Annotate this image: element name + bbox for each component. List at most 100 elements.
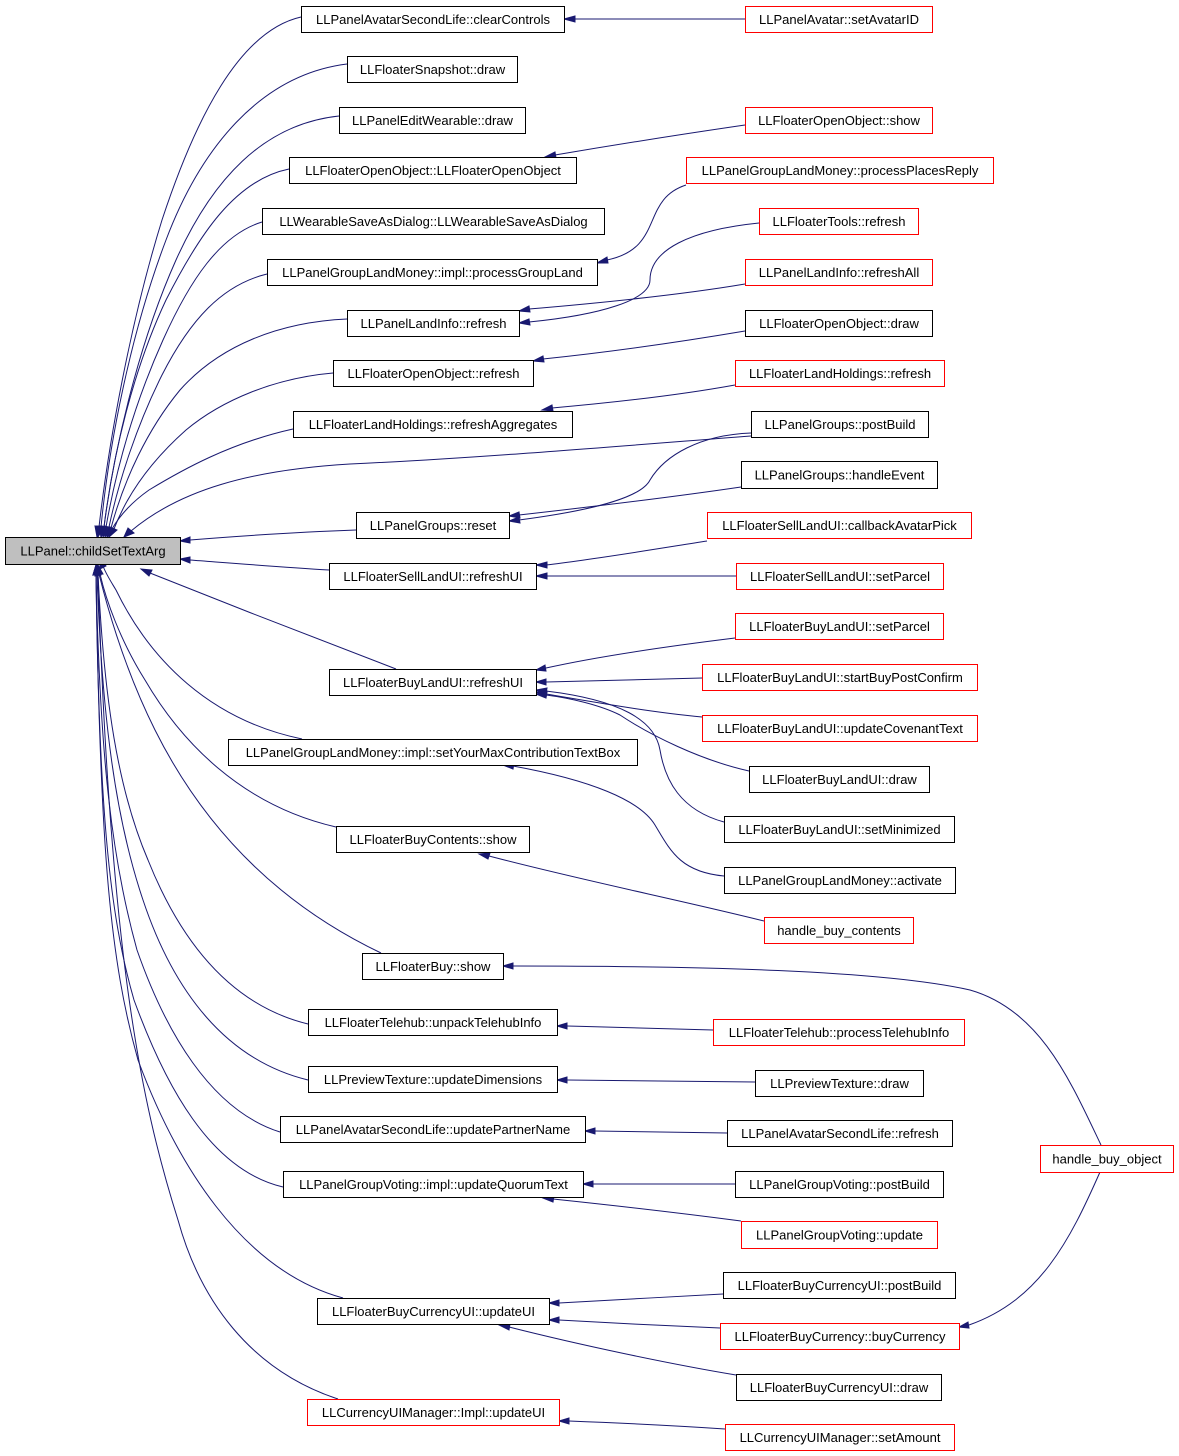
node-c23[interactable]: LLPanelGroupVoting::postBuild xyxy=(735,1171,944,1198)
node-n10[interactable]: LLPanelGroups::reset xyxy=(356,512,510,539)
node-c4[interactable]: LLFloaterTools::refresh xyxy=(759,208,919,235)
node-box[interactable] xyxy=(736,563,944,590)
node-box[interactable] xyxy=(745,259,933,286)
node-c9[interactable]: LLPanelGroups::handleEvent xyxy=(741,461,938,489)
node-box[interactable] xyxy=(735,360,945,387)
node-c8[interactable]: LLPanelGroups::postBuild xyxy=(751,411,929,438)
node-box[interactable] xyxy=(262,208,605,235)
node-box[interactable] xyxy=(723,1272,956,1299)
node-box[interactable] xyxy=(5,537,181,565)
node-c17[interactable]: LLPanelGroupLandMoney::activate xyxy=(724,867,956,894)
node-n15[interactable]: LLFloaterBuy::show xyxy=(362,953,504,980)
node-box[interactable] xyxy=(725,1424,955,1451)
node-box[interactable] xyxy=(1040,1145,1174,1173)
node-box[interactable] xyxy=(707,512,972,539)
node-box[interactable] xyxy=(713,1019,965,1046)
node-box[interactable] xyxy=(764,917,914,944)
node-n14[interactable]: LLFloaterBuyContents::show xyxy=(336,826,530,853)
node-n1[interactable]: LLPanelAvatarSecondLife::clearControls xyxy=(301,6,565,33)
node-box[interactable] xyxy=(280,1116,586,1143)
node-c14[interactable]: LLFloaterBuyLandUI::updateCovenantText xyxy=(702,715,978,742)
node-c10[interactable]: LLFloaterSellLandUI::callbackAvatarPick xyxy=(707,512,972,539)
node-n18[interactable]: LLPanelAvatarSecondLife::updatePartnerNa… xyxy=(280,1116,586,1143)
node-box[interactable] xyxy=(307,1399,560,1426)
node-c24[interactable]: LLPanelGroupVoting::update xyxy=(741,1221,938,1249)
node-c22[interactable]: handle_buy_object xyxy=(1040,1145,1174,1173)
node-c28[interactable]: LLCurrencyUIManager::setAmount xyxy=(725,1424,955,1451)
node-c7[interactable]: LLFloaterLandHoldings::refresh xyxy=(735,360,945,387)
node-box[interactable] xyxy=(329,669,537,696)
node-box[interactable] xyxy=(745,6,933,33)
node-c3[interactable]: LLPanelGroupLandMoney::processPlacesRepl… xyxy=(686,157,994,184)
node-box[interactable] xyxy=(283,1171,584,1198)
node-box[interactable] xyxy=(759,208,919,235)
node-box[interactable] xyxy=(735,1171,944,1198)
node-c19[interactable]: LLFloaterTelehub::processTelehubInfo xyxy=(713,1019,965,1046)
node-n21[interactable]: LLCurrencyUIManager::Impl::updateUI xyxy=(307,1399,560,1426)
node-box[interactable] xyxy=(702,715,978,742)
node-n19[interactable]: LLPanelGroupVoting::impl::updateQuorumTe… xyxy=(283,1171,584,1198)
node-n13[interactable]: LLPanelGroupLandMoney::impl::setYourMaxC… xyxy=(228,739,638,766)
node-box[interactable] xyxy=(724,867,956,894)
node-root[interactable]: LLPanel::childSetTextArg xyxy=(5,537,181,565)
node-n17[interactable]: LLPreviewTexture::updateDimensions xyxy=(308,1066,558,1093)
node-n11[interactable]: LLFloaterSellLandUI::refreshUI xyxy=(329,563,537,590)
node-c25[interactable]: LLFloaterBuyCurrencyUI::postBuild xyxy=(723,1272,956,1299)
node-box[interactable] xyxy=(267,259,598,286)
node-box[interactable] xyxy=(329,563,537,590)
node-c12[interactable]: LLFloaterBuyLandUI::setParcel xyxy=(735,613,944,640)
node-box[interactable] xyxy=(293,411,573,438)
node-box[interactable] xyxy=(347,56,518,83)
node-c11[interactable]: LLFloaterSellLandUI::setParcel xyxy=(736,563,944,590)
node-box[interactable] xyxy=(724,816,955,843)
node-n20[interactable]: LLFloaterBuyCurrencyUI::updateUI xyxy=(317,1298,550,1325)
node-c13[interactable]: LLFloaterBuyLandUI::startBuyPostConfirm xyxy=(702,664,978,691)
node-c27[interactable]: LLFloaterBuyCurrencyUI::draw xyxy=(736,1374,942,1401)
node-box[interactable] xyxy=(751,411,929,438)
node-box[interactable] xyxy=(317,1298,550,1325)
node-box[interactable] xyxy=(362,953,504,980)
node-box[interactable] xyxy=(720,1323,960,1350)
node-c1[interactable]: LLPanelAvatar::setAvatarID xyxy=(745,6,933,33)
node-c20[interactable]: LLPreviewTexture::draw xyxy=(755,1070,924,1097)
node-box[interactable] xyxy=(347,310,520,337)
node-box[interactable] xyxy=(339,107,526,134)
node-c21[interactable]: LLPanelAvatarSecondLife::refresh xyxy=(727,1120,953,1147)
node-box[interactable] xyxy=(308,1009,558,1036)
node-n4[interactable]: LLFloaterOpenObject::LLFloaterOpenObject xyxy=(289,157,577,184)
node-box[interactable] xyxy=(741,461,938,489)
node-c2[interactable]: LLFloaterOpenObject::show xyxy=(745,107,933,134)
node-box[interactable] xyxy=(745,310,933,337)
node-box[interactable] xyxy=(336,826,530,853)
node-n16[interactable]: LLFloaterTelehub::unpackTelehubInfo xyxy=(308,1009,558,1036)
node-c16[interactable]: LLFloaterBuyLandUI::setMinimized xyxy=(724,816,955,843)
node-n2[interactable]: LLFloaterSnapshot::draw xyxy=(347,56,518,83)
node-n3[interactable]: LLPanelEditWearable::draw xyxy=(339,107,526,134)
node-c15[interactable]: LLFloaterBuyLandUI::draw xyxy=(749,766,930,793)
node-box[interactable] xyxy=(745,107,933,134)
node-box[interactable] xyxy=(727,1120,953,1147)
node-box[interactable] xyxy=(736,1374,942,1401)
node-box[interactable] xyxy=(228,739,638,766)
node-c6[interactable]: LLFloaterOpenObject::draw xyxy=(745,310,933,337)
node-n7[interactable]: LLPanelLandInfo::refresh xyxy=(347,310,520,337)
node-box[interactable] xyxy=(702,664,978,691)
node-n5[interactable]: LLWearableSaveAsDialog::LLWearableSaveAs… xyxy=(262,208,605,235)
node-box[interactable] xyxy=(686,157,994,184)
node-box[interactable] xyxy=(749,766,930,793)
node-c5[interactable]: LLPanelLandInfo::refreshAll xyxy=(745,259,933,286)
node-box[interactable] xyxy=(301,6,565,33)
node-c18[interactable]: handle_buy_contents xyxy=(764,917,914,944)
node-box[interactable] xyxy=(356,512,510,539)
node-box[interactable] xyxy=(735,613,944,640)
node-n12[interactable]: LLFloaterBuyLandUI::refreshUI xyxy=(329,669,537,696)
node-n6[interactable]: LLPanelGroupLandMoney::impl::processGrou… xyxy=(267,259,598,286)
node-box[interactable] xyxy=(333,360,534,387)
node-box[interactable] xyxy=(755,1070,924,1097)
node-n9[interactable]: LLFloaterLandHoldings::refreshAggregates xyxy=(293,411,573,438)
node-box[interactable] xyxy=(741,1221,938,1249)
node-box[interactable] xyxy=(289,157,577,184)
node-c26[interactable]: LLFloaterBuyCurrency::buyCurrency xyxy=(720,1323,960,1350)
node-n8[interactable]: LLFloaterOpenObject::refresh xyxy=(333,360,534,387)
node-box[interactable] xyxy=(308,1066,558,1093)
